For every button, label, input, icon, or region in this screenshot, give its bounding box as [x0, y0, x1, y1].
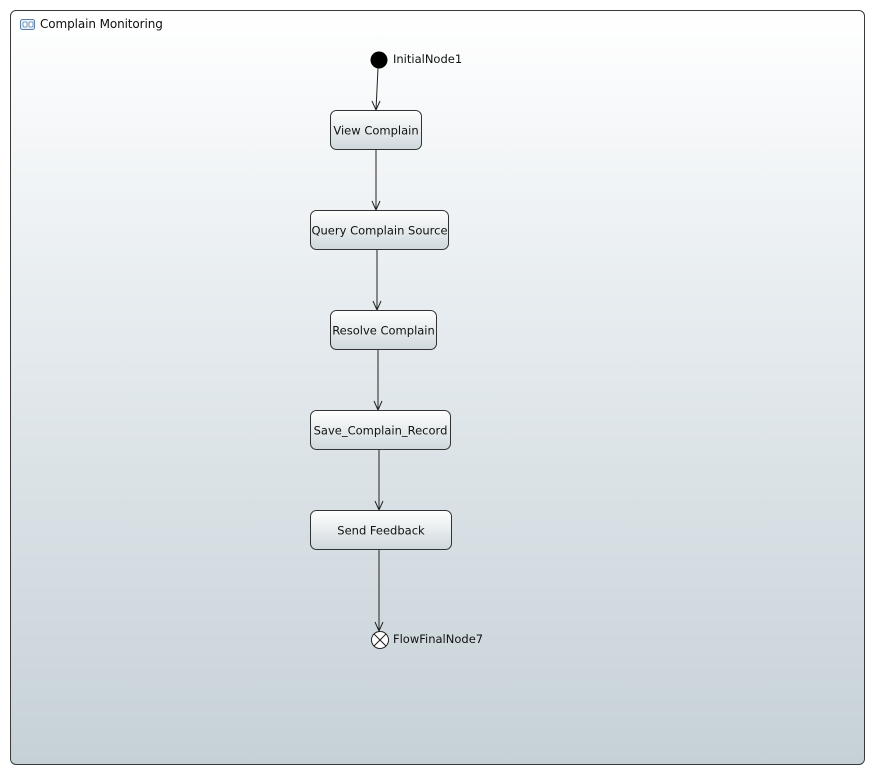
action-label: Save_Complain_Record: [314, 424, 448, 438]
action-view-complain[interactable]: View Complain: [330, 110, 422, 150]
flow-final-node-label: FlowFinalNode7: [393, 632, 483, 646]
action-label: Send Feedback: [337, 524, 425, 538]
initial-node[interactable]: [370, 51, 388, 69]
action-label: Resolve Complain: [332, 324, 435, 338]
action-send-feedback[interactable]: Send Feedback: [310, 510, 452, 550]
frame-header: Complain Monitoring: [20, 15, 163, 33]
edge-query-to-resolve[interactable]: [372, 250, 382, 312]
edge-view-to-query[interactable]: [371, 150, 381, 212]
edge-initial-to-view[interactable]: [371, 67, 381, 112]
edge-resolve-to-save[interactable]: [373, 350, 383, 412]
flow-final-node[interactable]: [371, 631, 389, 649]
edge-feedback-to-final[interactable]: [374, 550, 384, 633]
action-save-complain-record[interactable]: Save_Complain_Record: [310, 410, 451, 450]
activity-frame: [10, 10, 865, 765]
action-label: Query Complain Source: [311, 224, 447, 238]
action-label: View Complain: [333, 124, 418, 138]
activity-diagram-icon: [20, 18, 35, 30]
action-resolve-complain[interactable]: Resolve Complain: [330, 310, 437, 350]
initial-node-label: InitialNode1: [393, 52, 462, 66]
action-query-complain-source[interactable]: Query Complain Source: [310, 210, 449, 250]
edge-save-to-feedback[interactable]: [374, 450, 384, 512]
frame-title: Complain Monitoring: [40, 17, 163, 31]
